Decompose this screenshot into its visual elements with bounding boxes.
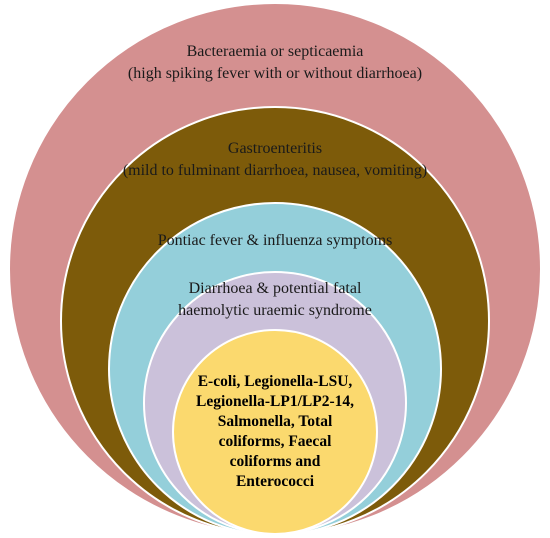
fourth-ring-subtitle: haemolytic uraemic syndrome (178, 302, 372, 319)
core-label: E-coli, Legionella-LSU, Legionella-LP1/L… (150, 372, 400, 492)
core-line: Enterococci (235, 473, 315, 490)
second-ring-subtitle: (mild to fulminant diarrhoea, nausea, vo… (122, 162, 428, 179)
core-line: E-coli, Legionella-LSU, (197, 373, 353, 390)
core-line: Legionella-LP1/LP2-14, (195, 393, 354, 410)
core-line: Salmonella, Total (217, 413, 333, 430)
core-circle (172, 329, 378, 535)
second-ring-label: Gastroenteritis (mild to fulminant diarr… (0, 138, 550, 182)
fourth-ring-label: Diarrhoea & potential fatal haemolytic u… (0, 278, 550, 322)
fourth-ring-title: Diarrhoea & potential fatal (188, 280, 362, 297)
core-line: coliforms, Faecal (218, 433, 332, 450)
second-ring-title: Gastroenteritis (227, 140, 323, 157)
outer-ring-subtitle: (high spiking fever with or without diar… (127, 65, 423, 82)
outer-ring-title: Bacteraemia or septicaemia (186, 43, 364, 60)
third-ring-label: Pontiac fever & influenza symptoms (0, 230, 550, 252)
outer-ring-label: Bacteraemia or septicaemia (high spiking… (0, 41, 550, 85)
core-line: coliforms and (229, 453, 321, 470)
third-ring-title: Pontiac fever & influenza symptoms (157, 232, 393, 249)
